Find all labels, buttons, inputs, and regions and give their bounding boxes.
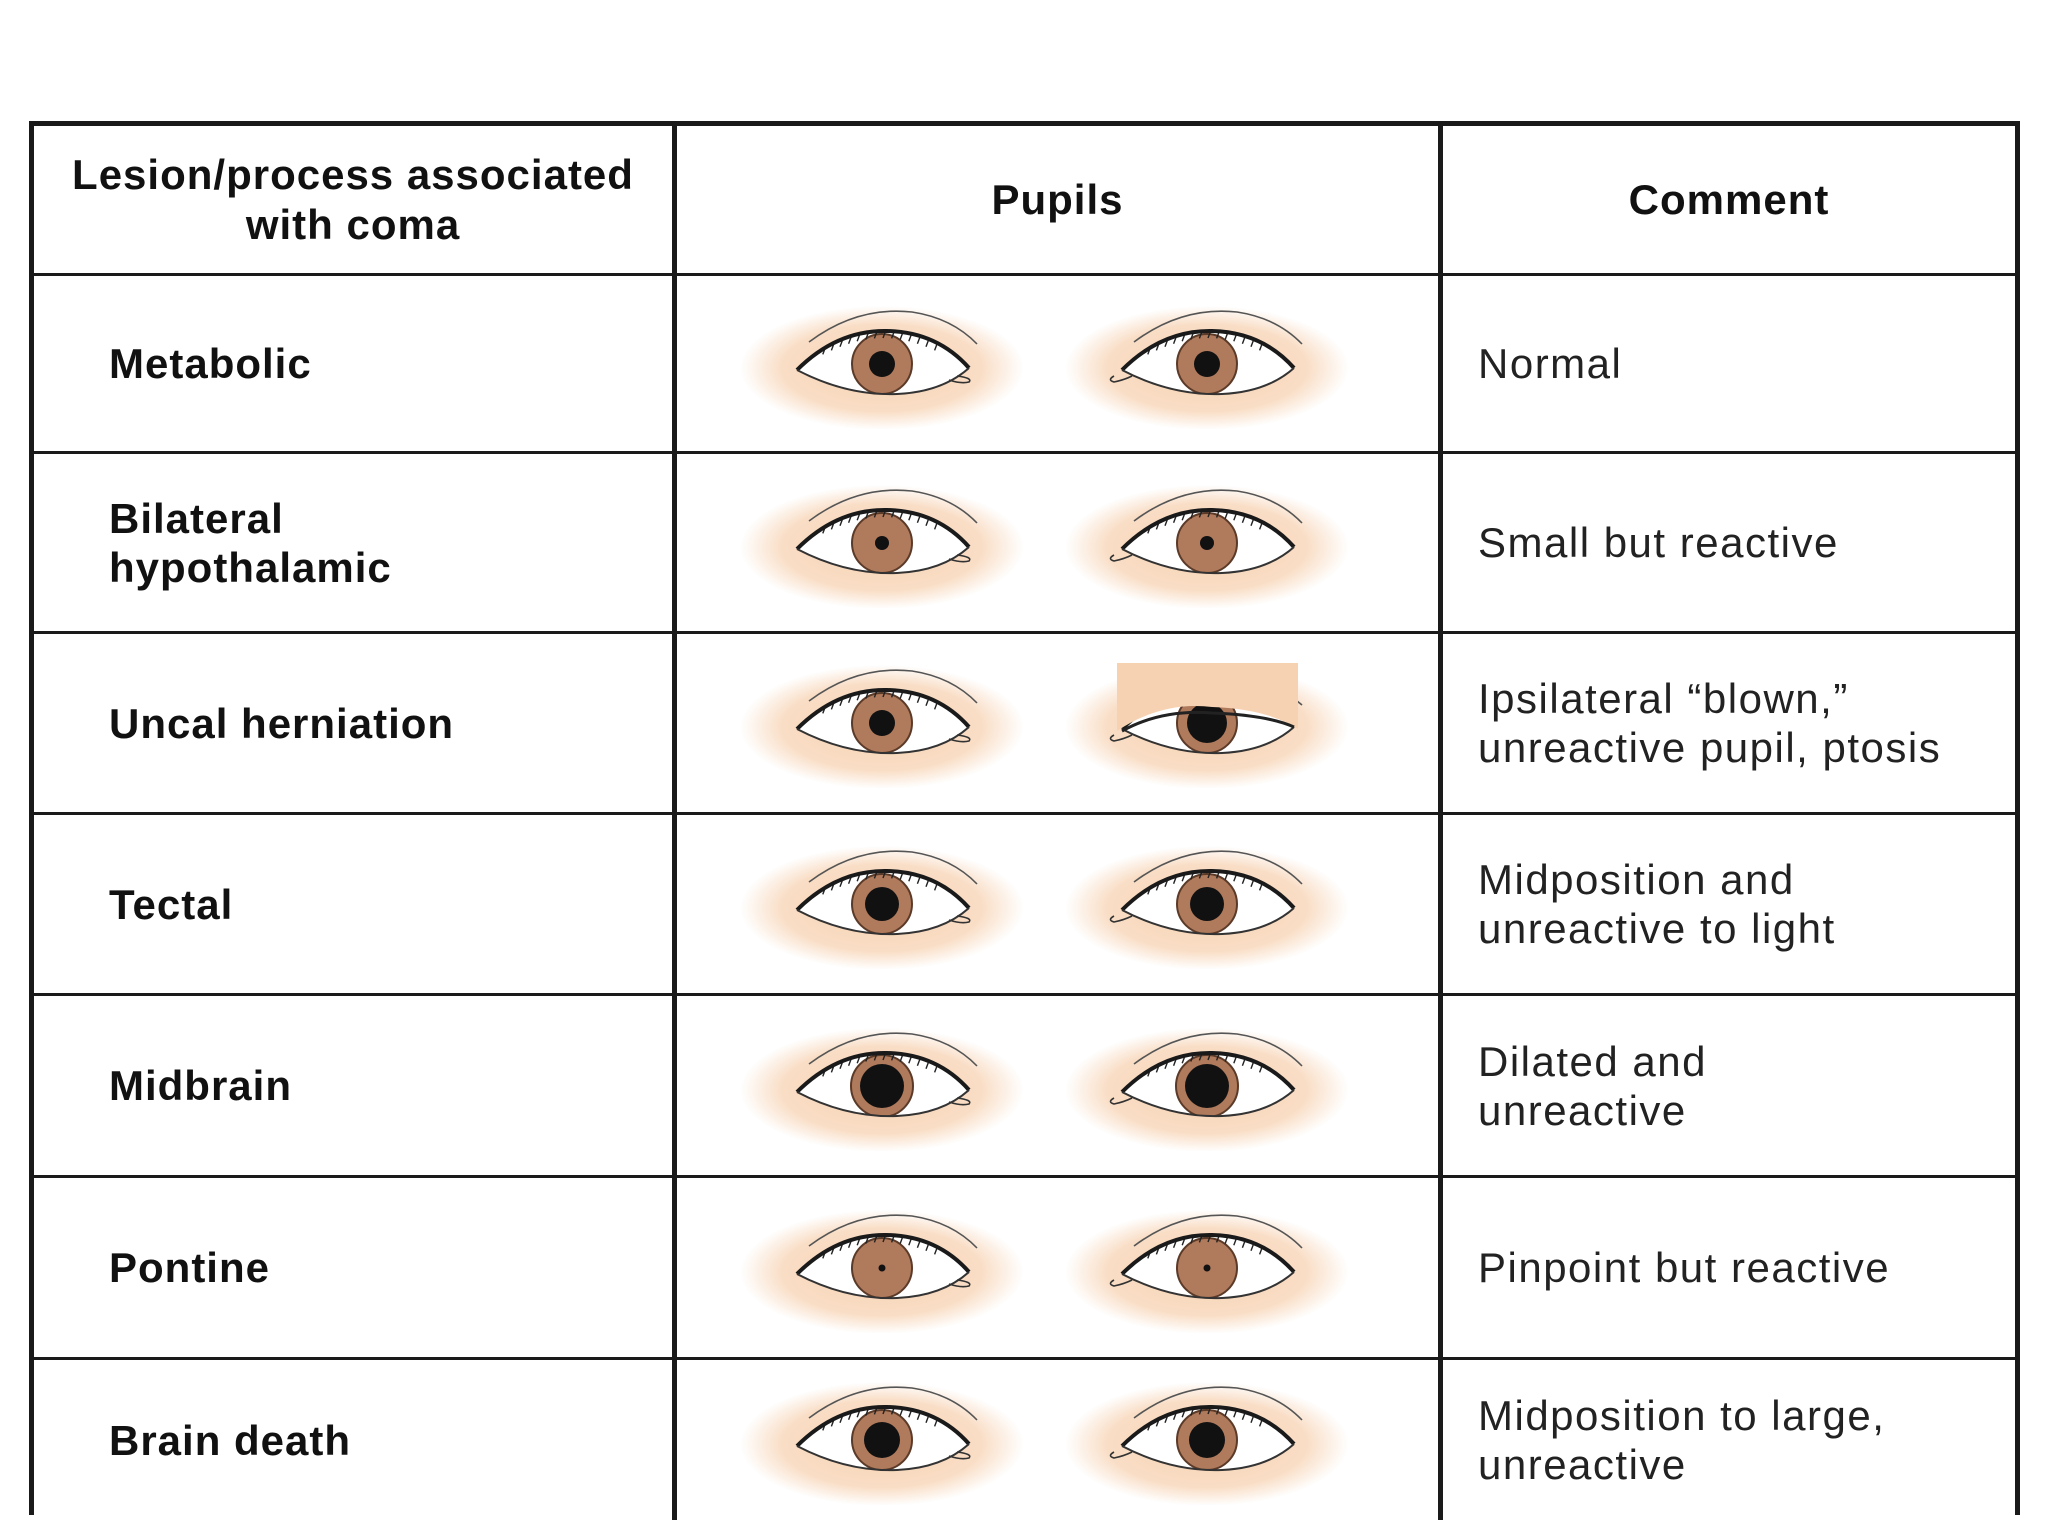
lesion-cell: Uncal herniation <box>34 634 672 812</box>
table-header-row: Lesion/process associated with coma Pupi… <box>34 126 2015 276</box>
table-row: Metabolic <box>34 276 2015 454</box>
table-row: Tectal <box>34 815 2015 996</box>
eye-pair <box>677 1178 1438 1357</box>
right-eye-icon <box>740 484 1024 608</box>
comment-cell: Midposition and unreactive to light <box>1438 815 2015 993</box>
header-lesion: Lesion/process associated with coma <box>72 150 634 248</box>
lesion-label: Uncal herniation <box>109 699 455 747</box>
lesion-cell: Brain death <box>34 1360 672 1520</box>
eye-pair <box>677 454 1438 631</box>
table-row: Brain death <box>34 1360 2015 1520</box>
left-eye-icon <box>1065 305 1349 429</box>
header-pupils-cell: Pupils <box>672 126 1438 273</box>
comment-cell: Midposition to large, unreactive <box>1438 1360 2015 1520</box>
comment-text: Midposition to large, unreactive <box>1478 1392 1886 1488</box>
right-eye-icon <box>740 665 1024 788</box>
pupils-cell <box>672 815 1438 993</box>
header-lesion-cell: Lesion/process associated with coma <box>34 126 672 273</box>
eye-pair <box>677 276 1438 451</box>
table-row: Midbrain <box>34 996 2015 1178</box>
right-eye-icon <box>740 1209 1024 1333</box>
comment-text: Midposition and unreactive to light <box>1478 856 1836 952</box>
header-comment-cell: Comment <box>1438 126 2015 273</box>
lesion-label: Bilateral hypothalamic <box>109 494 392 591</box>
left-eye-icon <box>1065 1027 1349 1151</box>
header-pupils: Pupils <box>991 175 1124 223</box>
pupils-cell <box>672 454 1438 631</box>
lesion-cell: Midbrain <box>34 996 672 1175</box>
pupils-cell <box>672 996 1438 1175</box>
pupils-cell <box>672 1360 1438 1520</box>
pupils-cell <box>672 634 1438 812</box>
left-eye-ptosis-icon <box>1065 663 1349 788</box>
left-eye-icon <box>1065 1382 1349 1505</box>
pupils-cell <box>672 1178 1438 1357</box>
comment-cell: Dilated and unreactive <box>1438 996 2015 1175</box>
table-row: Uncal herniation <box>34 634 2015 815</box>
right-eye-icon <box>740 1027 1024 1151</box>
comment-text: Small but reactive <box>1478 519 1839 566</box>
header-comment: Comment <box>1628 175 1830 223</box>
eye-pair <box>677 634 1438 812</box>
pupils-cell <box>672 276 1438 451</box>
lesion-label: Midbrain <box>109 1062 292 1109</box>
right-eye-icon <box>740 1382 1024 1505</box>
coma-pupils-table: Lesion/process associated with coma Pupi… <box>29 121 2020 1520</box>
eye-pair <box>677 996 1438 1175</box>
lesion-label: Metabolic <box>109 340 312 387</box>
lesion-label: Brain death <box>109 1416 352 1464</box>
lesion-cell: Bilateral hypothalamic <box>34 454 672 631</box>
comment-cell: Pinpoint but reactive <box>1438 1178 2015 1357</box>
comment-cell: Small but reactive <box>1438 454 2015 631</box>
table-row: Bilateral hypothalamic <box>34 454 2015 634</box>
left-eye-icon <box>1065 1209 1349 1333</box>
comment-text: Ipsilateral “blown,” unreactive pupil, p… <box>1478 675 1942 771</box>
comment-cell: Ipsilateral “blown,” unreactive pupil, p… <box>1438 634 2015 812</box>
eye-pair <box>677 815 1438 993</box>
comment-text: Dilated and unreactive <box>1478 1037 1707 1134</box>
lesion-label: Tectal <box>109 880 234 928</box>
comment-text: Normal <box>1478 340 1623 387</box>
right-eye-icon <box>740 305 1024 429</box>
lesion-label: Pontine <box>109 1244 270 1291</box>
comment-text: Pinpoint but reactive <box>1478 1244 1891 1291</box>
left-eye-icon <box>1065 484 1349 608</box>
lesion-cell: Tectal <box>34 815 672 993</box>
lesion-cell: Metabolic <box>34 276 672 451</box>
eye-pair <box>677 1360 1438 1520</box>
table-row: Pontine <box>34 1178 2015 1360</box>
right-eye-icon <box>740 846 1024 969</box>
lesion-cell: Pontine <box>34 1178 672 1357</box>
comment-cell: Normal <box>1438 276 2015 451</box>
left-eye-icon <box>1065 846 1349 969</box>
